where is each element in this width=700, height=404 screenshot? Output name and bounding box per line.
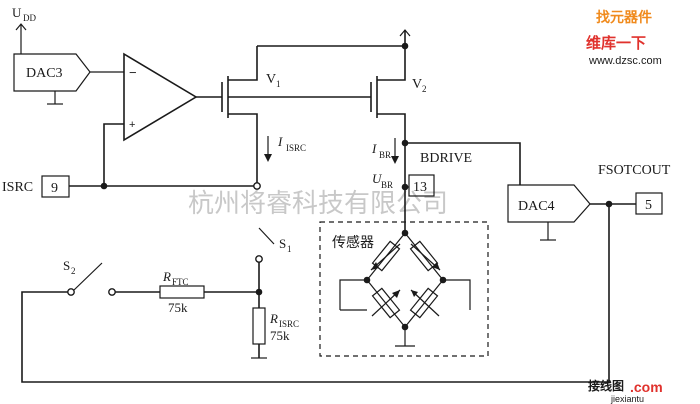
v1-sub-label: 1 bbox=[276, 79, 281, 89]
opamp-symbol bbox=[123, 52, 198, 142]
feedback-loop-wire bbox=[21, 204, 610, 383]
bridge-resistor-tr bbox=[404, 232, 444, 281]
ibr-current-label: I bbox=[371, 141, 377, 156]
s2-blade bbox=[73, 262, 103, 291]
ubr-label: U bbox=[372, 171, 383, 186]
dac4-label: DAC4 bbox=[518, 199, 555, 214]
dac4-symbol bbox=[507, 184, 591, 223]
isrc-pin-label: ISRC bbox=[2, 180, 33, 195]
ibr-current: I BR U BR bbox=[371, 138, 399, 190]
rftc-label: R bbox=[162, 269, 171, 284]
opamp: − + bbox=[103, 52, 222, 186]
bridge-right-wire bbox=[443, 279, 471, 310]
logo-dzsc: 找元器件 维库一下 www.dzsc.com bbox=[586, 9, 662, 67]
v2-label: V bbox=[412, 77, 422, 92]
sensor-box bbox=[319, 221, 489, 357]
ubr-sub: BR bbox=[381, 180, 393, 190]
rftc-value: 75k bbox=[168, 300, 188, 315]
fsotcout-pin: FSOTCOUT 5 bbox=[598, 163, 671, 215]
resistor-rftc: R FTC 75k bbox=[115, 269, 263, 315]
logo2-url: jiexiantu bbox=[610, 394, 644, 404]
s1-blade bbox=[258, 227, 275, 245]
dac3-block: U DD DAC3 bbox=[12, 5, 124, 105]
isrc-pin: ISRC 9 bbox=[2, 175, 261, 198]
ibr-current-sub: BR bbox=[379, 150, 391, 160]
node-isrc-left bbox=[100, 182, 108, 190]
s1-label: S bbox=[279, 236, 286, 251]
ibr-arrow-icon bbox=[391, 156, 399, 164]
bridge-left-wire bbox=[339, 279, 367, 310]
isrc-current-label: I bbox=[277, 134, 283, 149]
s1-terminal bbox=[255, 255, 263, 263]
v2-sub-label: 2 bbox=[422, 84, 427, 94]
opamp-plus-label: + bbox=[129, 119, 135, 131]
fsotcout-label: FSOTCOUT bbox=[598, 163, 671, 178]
udd-arrow-icon bbox=[15, 23, 27, 31]
udd-sub-label: DD bbox=[23, 13, 36, 23]
bridge-resistor-br bbox=[404, 279, 444, 328]
risrc-value: 75k bbox=[270, 328, 290, 343]
bridge-resistor-tl bbox=[366, 232, 406, 281]
top-supply-arrow-icon bbox=[399, 29, 411, 37]
s2-terminal-right bbox=[108, 288, 116, 296]
logo-line1: 找元器件 bbox=[596, 9, 652, 25]
mosfet-v1: V 1 bbox=[221, 46, 281, 186]
v2-source-wire bbox=[377, 46, 406, 81]
udd-label: U bbox=[12, 5, 22, 20]
switch-s1: S 1 bbox=[255, 227, 292, 308]
dac4-block: DAC4 bbox=[507, 184, 636, 241]
v1-label: V bbox=[266, 72, 276, 87]
pin5-label: 5 bbox=[645, 198, 652, 213]
dac3-label: DAC3 bbox=[26, 66, 63, 81]
risrc-body bbox=[252, 307, 266, 345]
v1-drain-wire bbox=[228, 113, 258, 186]
switch-s2: S 2 bbox=[63, 258, 116, 296]
isrc-arrow-icon bbox=[264, 154, 272, 162]
rftc-body bbox=[159, 285, 205, 299]
logo-url: www.dzsc.com bbox=[588, 55, 662, 67]
rftc-sub: FTC bbox=[172, 277, 189, 287]
isrc-current: I ISRC bbox=[264, 134, 306, 162]
bridge-resistor-bl bbox=[366, 279, 406, 328]
opamp-plus-wire bbox=[103, 123, 124, 186]
logo2-line1: 接线图 bbox=[588, 378, 624, 393]
isrc-current-sub: ISRC bbox=[286, 143, 306, 153]
pin13-label: 13 bbox=[413, 180, 427, 195]
dac4-in-wire bbox=[405, 142, 521, 185]
s2-label: S bbox=[63, 258, 70, 273]
sensor-label: 传感器 bbox=[332, 234, 374, 251]
risrc-sub: ISRC bbox=[279, 319, 299, 329]
sensor-bridge: 传感器 bbox=[319, 221, 489, 357]
opamp-minus-label: − bbox=[129, 65, 137, 80]
pin9-label: 9 bbox=[51, 181, 58, 196]
bdrive-pin: BDRIVE 13 bbox=[408, 151, 472, 197]
pin13-box bbox=[408, 174, 435, 197]
logo-jiexiantu: 接线图 .com jiexiantu bbox=[588, 378, 663, 404]
pin5-box bbox=[635, 192, 663, 215]
v1-source-wire bbox=[228, 46, 258, 81]
v2-drain-wire bbox=[377, 113, 406, 143]
logo2-line2: .com bbox=[630, 379, 663, 395]
node-rftc bbox=[255, 288, 263, 296]
risrc-label: R bbox=[269, 311, 278, 326]
dac3-symbol bbox=[13, 53, 91, 92]
resistor-risrc: R ISRC 75k bbox=[251, 307, 299, 359]
node-isrc-terminal bbox=[253, 182, 261, 190]
s2-sub: 2 bbox=[71, 266, 76, 276]
logo-line2: 维库一下 bbox=[586, 34, 646, 52]
bdrive-label: BDRIVE bbox=[420, 151, 472, 166]
s1-sub: 1 bbox=[287, 244, 292, 254]
s2-terminal-left bbox=[67, 288, 75, 296]
mosfet-v2: V 2 bbox=[370, 46, 427, 143]
